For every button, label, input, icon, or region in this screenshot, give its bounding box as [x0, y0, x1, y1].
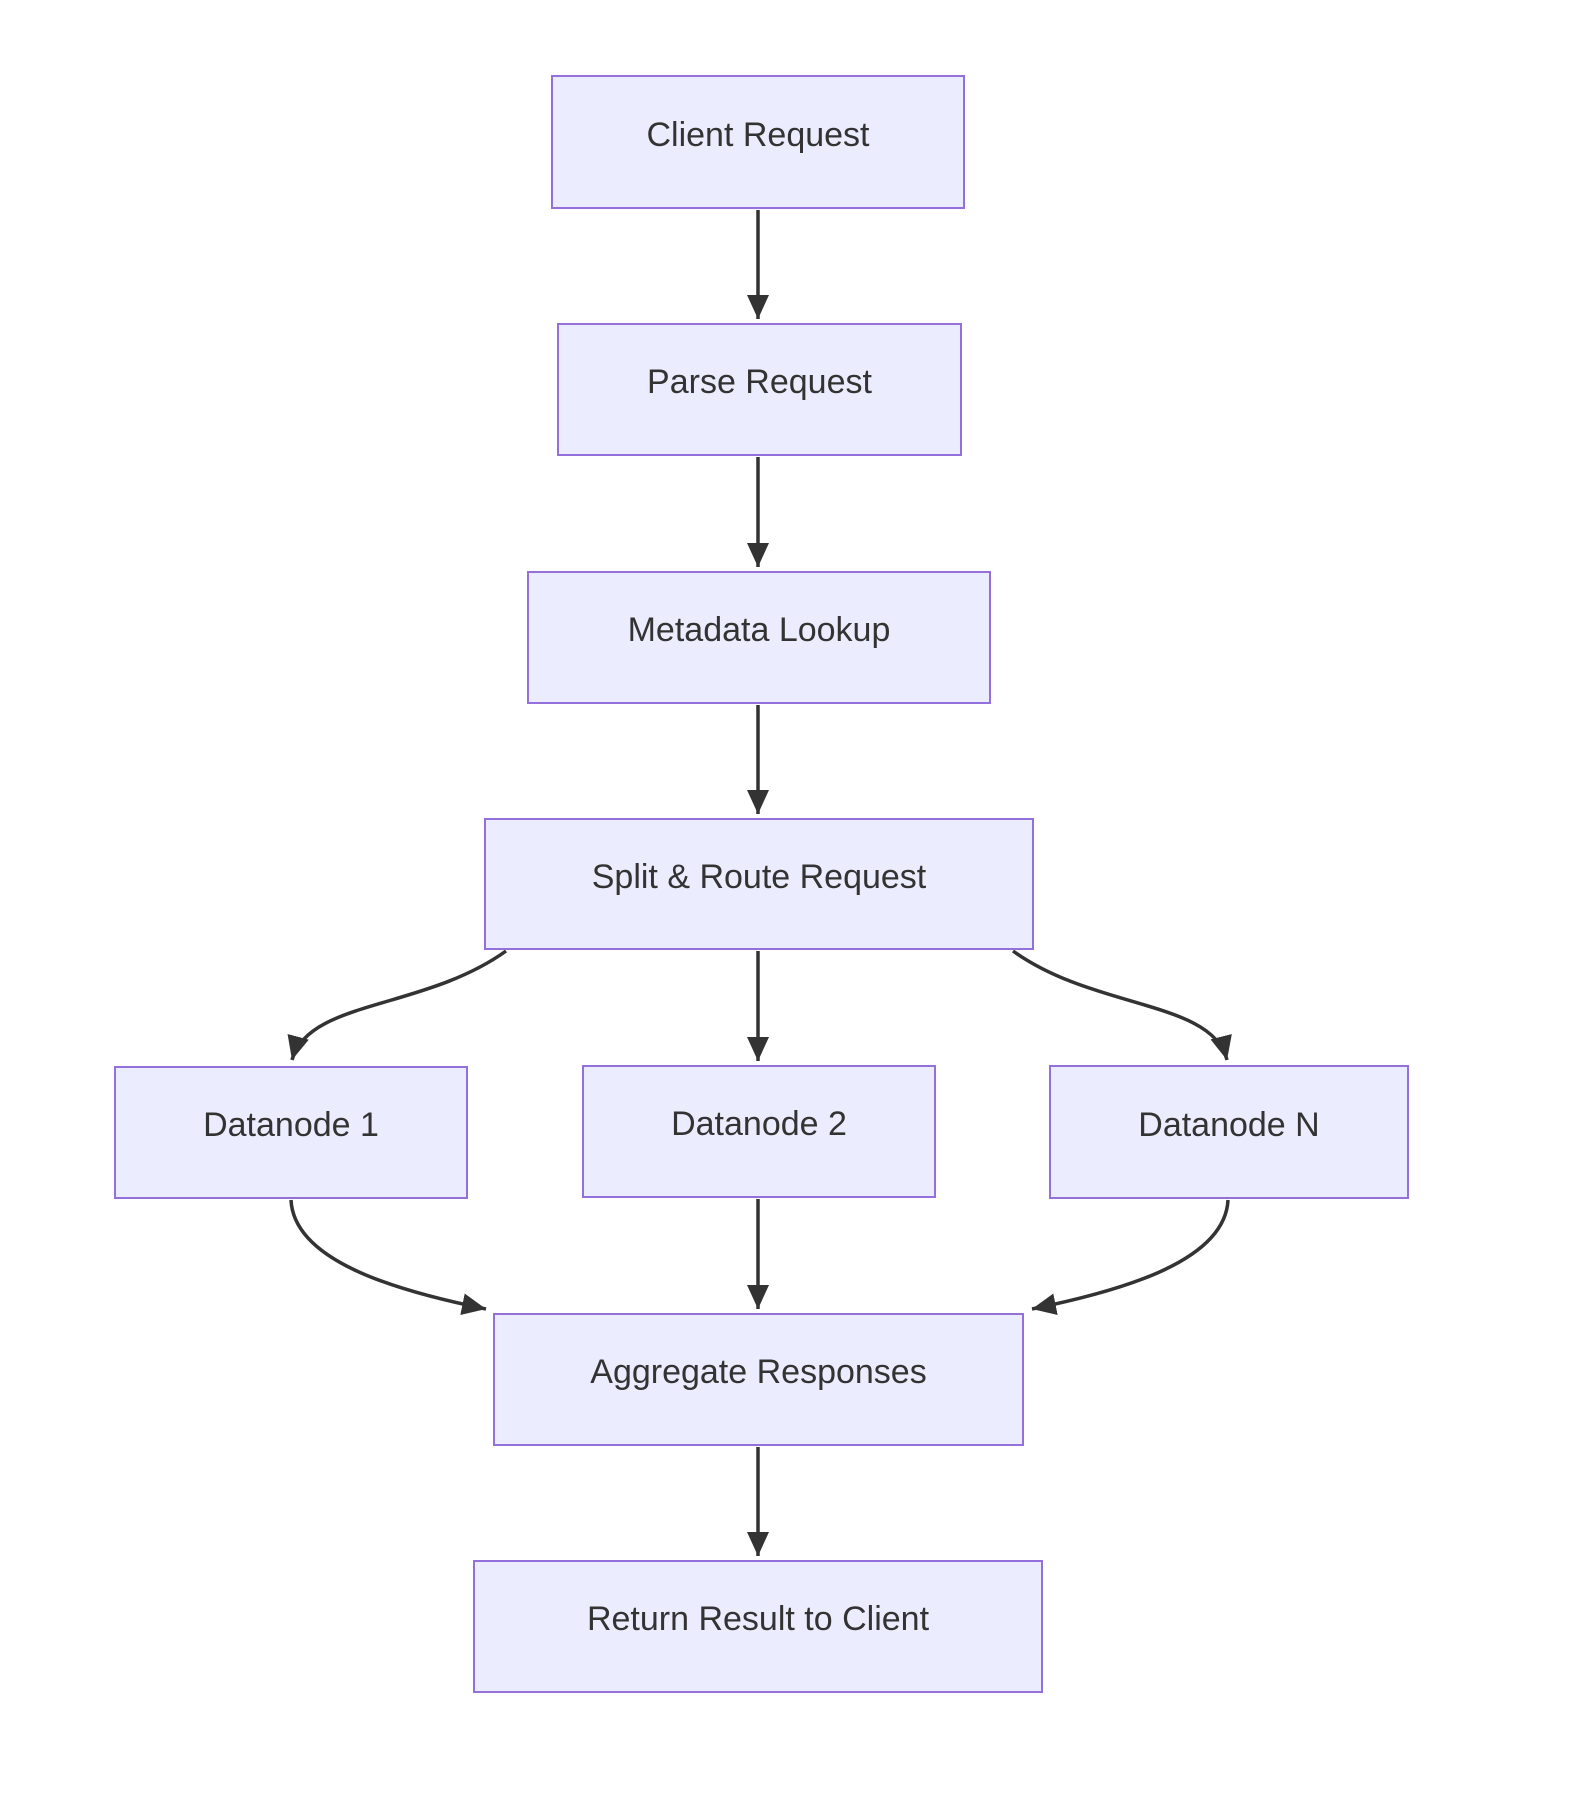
node-split-route-request-label: Split & Route Request	[591, 857, 927, 896]
node-client-request: Client Request	[551, 75, 965, 209]
node-return-result-to-client: Return Result to Client	[473, 1560, 1043, 1693]
edge-datanodeN-to-aggregate	[1031, 1199, 1230, 1316]
node-return-result-to-client-label: Return Result to Client	[586, 1600, 930, 1639]
edge-datanode1-to-aggregate	[289, 1199, 487, 1316]
node-parse-request-label: Parse Request	[647, 363, 872, 402]
node-datanode-1: Datanode 1	[114, 1066, 468, 1199]
node-aggregate-responses-label: Aggregate Responses	[590, 1353, 927, 1392]
node-metadata-lookup-label: Metadata Lookup	[627, 611, 891, 650]
edge-split-to-datanodeN	[1011, 949, 1232, 1061]
node-datanode-n: Datanode N	[1049, 1065, 1409, 1199]
node-datanode-2-label: Datanode 2	[671, 1105, 847, 1144]
node-metadata-lookup: Metadata Lookup	[527, 571, 991, 704]
node-parse-request: Parse Request	[557, 323, 962, 456]
node-aggregate-responses: Aggregate Responses	[493, 1313, 1024, 1446]
node-split-route-request: Split & Route Request	[484, 818, 1034, 950]
node-datanode-2: Datanode 2	[582, 1065, 936, 1198]
node-datanode-n-label: Datanode N	[1138, 1105, 1320, 1144]
node-datanode-1-label: Datanode 1	[203, 1106, 379, 1145]
edge-split-to-datanode1	[287, 949, 508, 1061]
node-client-request-label: Client Request	[646, 115, 870, 154]
